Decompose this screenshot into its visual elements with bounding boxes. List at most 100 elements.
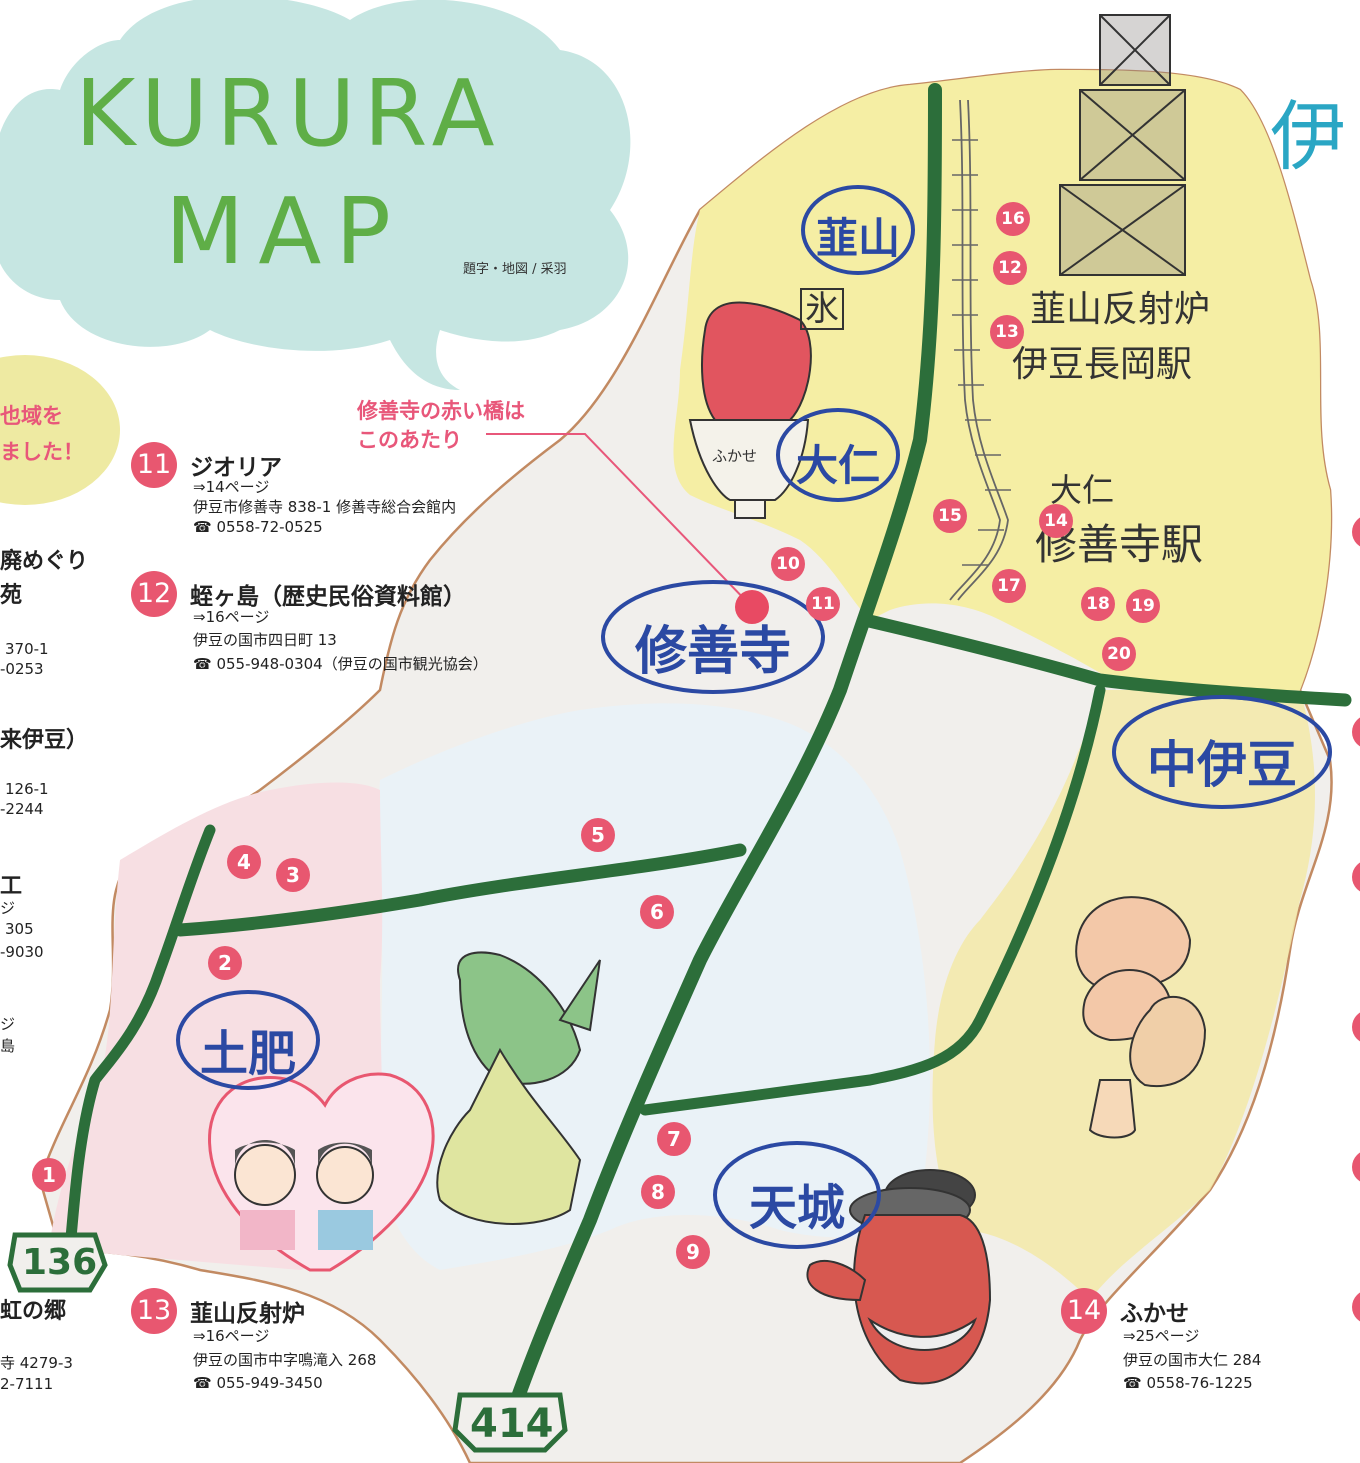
map-marker-2[interactable]: 2: [208, 946, 242, 980]
entry-14-name: ふかせ: [1120, 1301, 1189, 1327]
bubble-text-2: ました！: [0, 440, 84, 464]
entry-11-phone: ☎ 0558-72-0525: [193, 518, 323, 536]
road-toi-north: [64, 824, 216, 1256]
entry-13-name: 韮山反射炉: [190, 1301, 305, 1327]
map-marker-12[interactable]: 12: [993, 251, 1027, 285]
region-toi: 土肥: [199, 1026, 296, 1082]
map-marker-1[interactable]: 1: [32, 1158, 66, 1192]
route-sign-136-shape: [7, 1232, 108, 1293]
map-marker-17[interactable]: 17: [992, 569, 1026, 603]
entry-14-badge: 14: [1061, 1288, 1107, 1334]
label-reverberatory: 韮山反射炉: [1030, 289, 1211, 330]
label-ice-cup: ふかせ: [712, 447, 758, 465]
region-circle-amagi: [713, 1141, 881, 1249]
cut-badge-right-1: [1352, 515, 1360, 549]
region-circle-toi: [176, 990, 320, 1090]
label-izu-nagaoka-station: 伊豆長岡駅: [1012, 344, 1193, 385]
entry-13-page[interactable]: ⇒16ページ: [193, 1327, 270, 1345]
region-circle-nirayama: [801, 185, 915, 275]
entry-14-page[interactable]: ⇒25ページ: [1123, 1327, 1200, 1345]
railway-line: [949, 99, 1009, 601]
entry-12-name: 蛭ヶ島（歴史民俗資料館）: [190, 584, 466, 610]
cut-badge-right-3: [1352, 860, 1360, 894]
road-network: [64, 83, 1352, 1427]
map-marker-16[interactable]: 16: [996, 202, 1030, 236]
entry-12-address: 伊豆の国市四日町 13: [193, 631, 337, 649]
left-fragment-f15: 寺 4279-3: [0, 1354, 73, 1372]
entry-14-phone: ☎ 0558-76-1225: [1123, 1374, 1253, 1392]
region-circle-shuzenji: [601, 580, 825, 694]
cut-badge-right-5: [1352, 1150, 1360, 1184]
region-circle-ohito: [776, 408, 900, 502]
map-title-line2: MAP: [165, 178, 405, 285]
map-marker-18[interactable]: 18: [1081, 587, 1115, 621]
reverberatory-furnace-drawing: [1059, 14, 1186, 276]
label-ohito-station: 大仁: [1050, 471, 1115, 509]
callout-line-2: このあたり: [357, 428, 462, 452]
left-fragment-f9: ジ: [0, 899, 16, 917]
yellow-bubble: [0, 355, 120, 505]
left-fragment-f16: 2-7111: [0, 1375, 54, 1393]
entry-11-name: ジオリア: [190, 455, 282, 481]
map-marker-14[interactable]: 14: [1039, 504, 1073, 538]
map-marker-8[interactable]: 8: [641, 1175, 675, 1209]
map-marker-20[interactable]: 20: [1102, 637, 1136, 671]
entry-13-badge: 13: [131, 1288, 177, 1334]
left-fragment-f14: 虹の郷: [0, 1299, 67, 1324]
entry-12-phone: ☎ 055-948-0304（伊豆の国市観光協会）: [193, 655, 488, 673]
callout-leader-line: [486, 433, 753, 608]
left-fragment-f5: 来伊豆）: [0, 728, 89, 753]
map-title-line1: KURURA: [75, 60, 503, 167]
bubble-text-1: 也域を: [0, 404, 63, 428]
left-fragment-f8: 工: [0, 874, 23, 899]
region-nirayama: 韮山: [815, 214, 900, 263]
left-fragment-f1: 廃めぐり: [0, 549, 89, 574]
callout-line-1: 修善寺の赤い橋は: [357, 399, 525, 423]
map-marker-15[interactable]: 15: [933, 499, 967, 533]
left-fragment-f3: 370-1: [5, 640, 49, 658]
route-sign-414: 414: [470, 1401, 554, 1447]
entry-12-page[interactable]: ⇒16ページ: [193, 608, 270, 626]
left-fragment-f13: 島: [0, 1037, 16, 1055]
left-fragment-f2: 苑: [0, 583, 23, 608]
map-credit: 題字・地図 / 采羽: [463, 262, 567, 277]
entry-13-address: 伊豆の国市中字鳴滝入 268: [193, 1351, 377, 1369]
title-cloud: [0, 0, 631, 390]
road-nakaizu-south: [639, 684, 1106, 1116]
map-marker-3[interactable]: 3: [276, 858, 310, 892]
map-marker-4[interactable]: 4: [227, 845, 261, 879]
road-nakaizu: [858, 613, 1352, 707]
callout-dot: [735, 590, 769, 624]
entry-11-page[interactable]: ⇒14ページ: [193, 478, 270, 496]
map-marker-10[interactable]: 10: [771, 547, 805, 581]
label-ice-sign: 氷: [800, 288, 844, 330]
cut-badge-right-4: [1352, 1010, 1360, 1044]
entry-11-badge: 11: [131, 442, 177, 488]
heart-couple-drawing: [208, 1072, 435, 1272]
map-marker-13[interactable]: 13: [990, 315, 1024, 349]
entry-14-address: 伊豆の国市大仁 284: [1123, 1351, 1262, 1369]
left-fragment-f7: -2244: [0, 800, 44, 818]
mushroom-drawing: [1075, 896, 1207, 1139]
left-fragment-f10: 305: [5, 920, 34, 938]
left-fragment-f4: -0253: [0, 660, 44, 678]
region-circle-nakaizu: [1112, 695, 1332, 809]
region-nakaizu: 中伊豆: [1147, 736, 1297, 794]
map-marker-5[interactable]: 5: [581, 818, 615, 852]
region-shuzenji: 修善寺: [634, 622, 791, 682]
road-toi: [173, 843, 747, 937]
entry-11-address: 伊豆市修善寺 838-1 修善寺総合会館内: [193, 498, 457, 516]
yellow-area: [673, 70, 1331, 690]
map-marker-19[interactable]: 19: [1126, 589, 1160, 623]
left-fragment-f11: -9030: [0, 943, 44, 961]
map-marker-7[interactable]: 7: [657, 1122, 691, 1156]
road-main: [503, 83, 942, 1427]
map-marker-11[interactable]: 11: [806, 587, 840, 621]
left-fragment-f6: 126-1: [5, 780, 49, 798]
left-fragment-f12: ジ: [0, 1015, 16, 1033]
railway-ties: [952, 139, 1011, 566]
right-fragment: 伊: [1270, 92, 1346, 181]
map-marker-6[interactable]: 6: [640, 895, 674, 929]
region-ohito: 大仁: [795, 441, 880, 490]
map-marker-9[interactable]: 9: [676, 1235, 710, 1269]
